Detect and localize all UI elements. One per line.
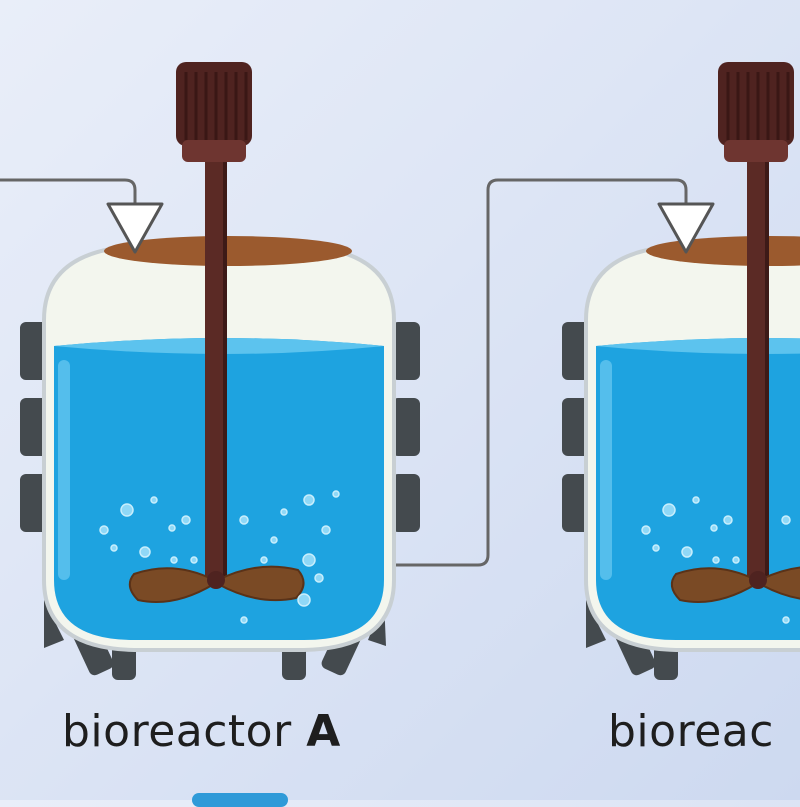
bottom-tab <box>192 793 288 807</box>
inlet-triangle-icon <box>657 202 715 254</box>
caption-b-prefix: bioreac <box>608 706 774 757</box>
caption-a-letter: A <box>306 706 341 757</box>
bioreactor-a <box>18 60 422 682</box>
caption-bioreactor-b: bioreac <box>608 706 774 757</box>
feed-tube-a <box>0 178 137 208</box>
caption-a-prefix: bioreactor <box>62 706 292 757</box>
caption-bioreactor-a: bioreactor A <box>62 706 341 757</box>
bioreactor-b <box>560 60 800 682</box>
transfer-tube <box>355 178 688 567</box>
inlet-triangle-icon <box>106 202 164 254</box>
